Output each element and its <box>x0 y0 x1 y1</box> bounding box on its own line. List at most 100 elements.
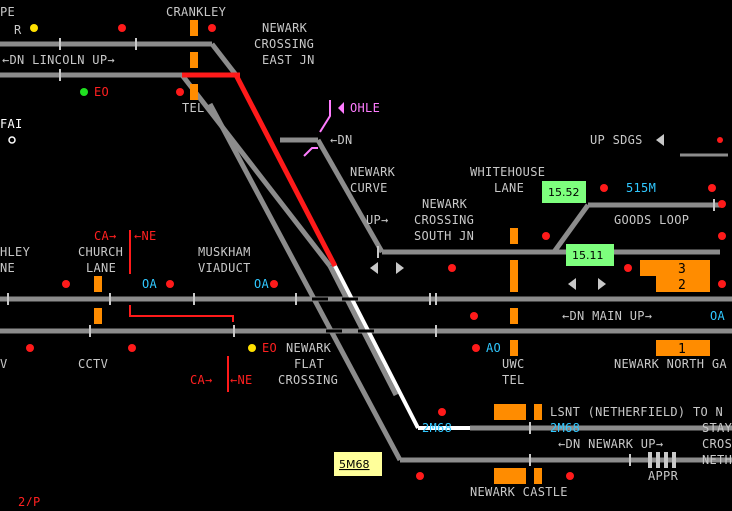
direction-arrows <box>370 134 664 290</box>
berth-1552-text: 15.52 <box>548 186 580 199</box>
label-fai: FAI <box>0 117 23 131</box>
label-newark-north-gate: NEWARK NORTH GA <box>614 357 727 371</box>
joint-ticks <box>7 38 715 466</box>
label-neth: NETH <box>702 453 732 467</box>
arrow-right-icon <box>598 278 606 290</box>
label-ca: CA→ <box>190 373 213 387</box>
arrow-left-icon <box>568 278 576 290</box>
signal-red[interactable] <box>62 280 70 288</box>
signal-white[interactable] <box>8 136 16 144</box>
platform-2 <box>656 276 710 292</box>
label-ne: ←NE <box>230 373 253 387</box>
label-appr: APPR <box>648 469 679 483</box>
berth-5m68[interactable]: 5M68 <box>334 452 382 476</box>
label-muskham-viaduct: MUSKHAM <box>198 245 251 259</box>
signal-red[interactable] <box>624 264 632 272</box>
label-newark-curve: NEWARK <box>350 165 396 179</box>
label-dn: ←DN <box>330 133 353 147</box>
label-church-lane: CHURCH <box>78 245 123 259</box>
signal-red[interactable] <box>542 232 550 240</box>
church-lane-outline <box>129 305 234 322</box>
occupied-track <box>333 265 470 430</box>
approach-bars <box>648 452 676 468</box>
label-r: R <box>14 23 22 37</box>
berth-1552[interactable]: 15.52 <box>542 181 586 203</box>
label-2m68: 2M68 <box>550 421 580 435</box>
signal-red[interactable] <box>600 184 608 192</box>
label-dn-newark-up: ←DN NEWARK UP→ <box>558 437 663 451</box>
label-crankley: CRANKLEY <box>166 5 227 19</box>
label-stay: STAY <box>702 421 732 435</box>
label-newark-castle: NEWARK CASTLE <box>470 485 568 499</box>
signal-red[interactable] <box>26 344 34 352</box>
label-newark-crossing-east: EAST JN <box>262 53 315 67</box>
label-newark-flat-crossing: CROSSING <box>278 373 338 387</box>
platform-2-number: 2 <box>678 278 686 293</box>
label-ne: NE <box>0 261 15 275</box>
label-cctv: CCTV <box>78 357 108 371</box>
arrow-left-icon <box>656 134 664 146</box>
label-hley: HLEY <box>0 245 31 259</box>
signal-red[interactable] <box>708 184 716 192</box>
label-uwc-tel: TEL <box>502 373 525 387</box>
signal-green[interactable] <box>80 88 88 96</box>
signal-red[interactable] <box>438 408 446 416</box>
label-goods-loop: GOODS LOOP <box>614 213 689 227</box>
signal-red[interactable] <box>717 137 723 143</box>
label-dn-lincoln-up: ←DN LINCOLN UP→ <box>2 53 115 67</box>
signals[interactable] <box>8 24 726 480</box>
platform-1-number: 1 <box>678 342 686 357</box>
signal-red[interactable] <box>448 264 456 272</box>
signal-red[interactable] <box>416 472 424 480</box>
label-newark-crossing-south: NEWARK <box>422 197 468 211</box>
platform-3 <box>640 260 710 276</box>
signal-red[interactable] <box>118 24 126 32</box>
signal-red[interactable] <box>718 280 726 288</box>
signal-red[interactable] <box>718 232 726 240</box>
ca-ne-dividers <box>129 230 229 392</box>
arrow-left-icon <box>370 262 378 274</box>
label-newark-crossing-south: CROSSING <box>414 213 474 227</box>
signal-yellow[interactable] <box>248 344 256 352</box>
label-newark-crossing-east: CROSSING <box>254 37 314 51</box>
label-515m: 515M <box>626 181 656 195</box>
label-up: UP→ <box>366 213 389 227</box>
signal-red[interactable] <box>718 200 726 208</box>
signal-red[interactable] <box>270 280 278 288</box>
signal-yellow[interactable] <box>30 24 38 32</box>
signal-red[interactable] <box>472 344 480 352</box>
label-newark-crossing-south: SOUTH JN <box>414 229 474 243</box>
label-whitehouse-lane: LANE <box>494 181 524 195</box>
berth-5m68-text: 5M68 <box>339 458 370 471</box>
diamond-marks <box>312 297 374 333</box>
label-oa: OA <box>142 277 158 291</box>
label-cros: CROS <box>702 437 732 451</box>
berth-1511[interactable]: 15.11 <box>566 244 614 266</box>
signal-red[interactable] <box>208 24 216 32</box>
signal-red[interactable] <box>470 312 478 320</box>
label-2m68: 2M68 <box>422 421 452 435</box>
berth-1511-text: 15.11 <box>572 249 604 262</box>
ohle-arrow-icon <box>338 102 344 114</box>
label-lsnt-netherfield: LSNT (NETHERFIELD) TO N <box>550 405 723 419</box>
label-newark-curve: CURVE <box>350 181 388 195</box>
label-eo: EO <box>262 341 277 355</box>
label-oa: OA <box>710 309 726 323</box>
route-set-red <box>182 72 338 268</box>
signal-red[interactable] <box>128 344 136 352</box>
label-uwc-tel: UWC <box>502 357 525 371</box>
level-crossings <box>94 20 542 484</box>
label-ca: CA→ <box>94 229 117 243</box>
label-up-sdgs: UP SDGS <box>590 133 643 147</box>
label-ao: AO <box>486 341 501 355</box>
signal-red[interactable] <box>176 88 184 96</box>
signal-red[interactable] <box>566 472 574 480</box>
label-oa: OA <box>254 277 270 291</box>
label-newark-flat-crossing: FLAT <box>294 357 324 371</box>
signal-red[interactable] <box>166 280 174 288</box>
label-church-lane: LANE <box>86 261 116 275</box>
platform-1 <box>656 340 710 356</box>
label-newark-flat-crossing: NEWARK <box>286 341 332 355</box>
